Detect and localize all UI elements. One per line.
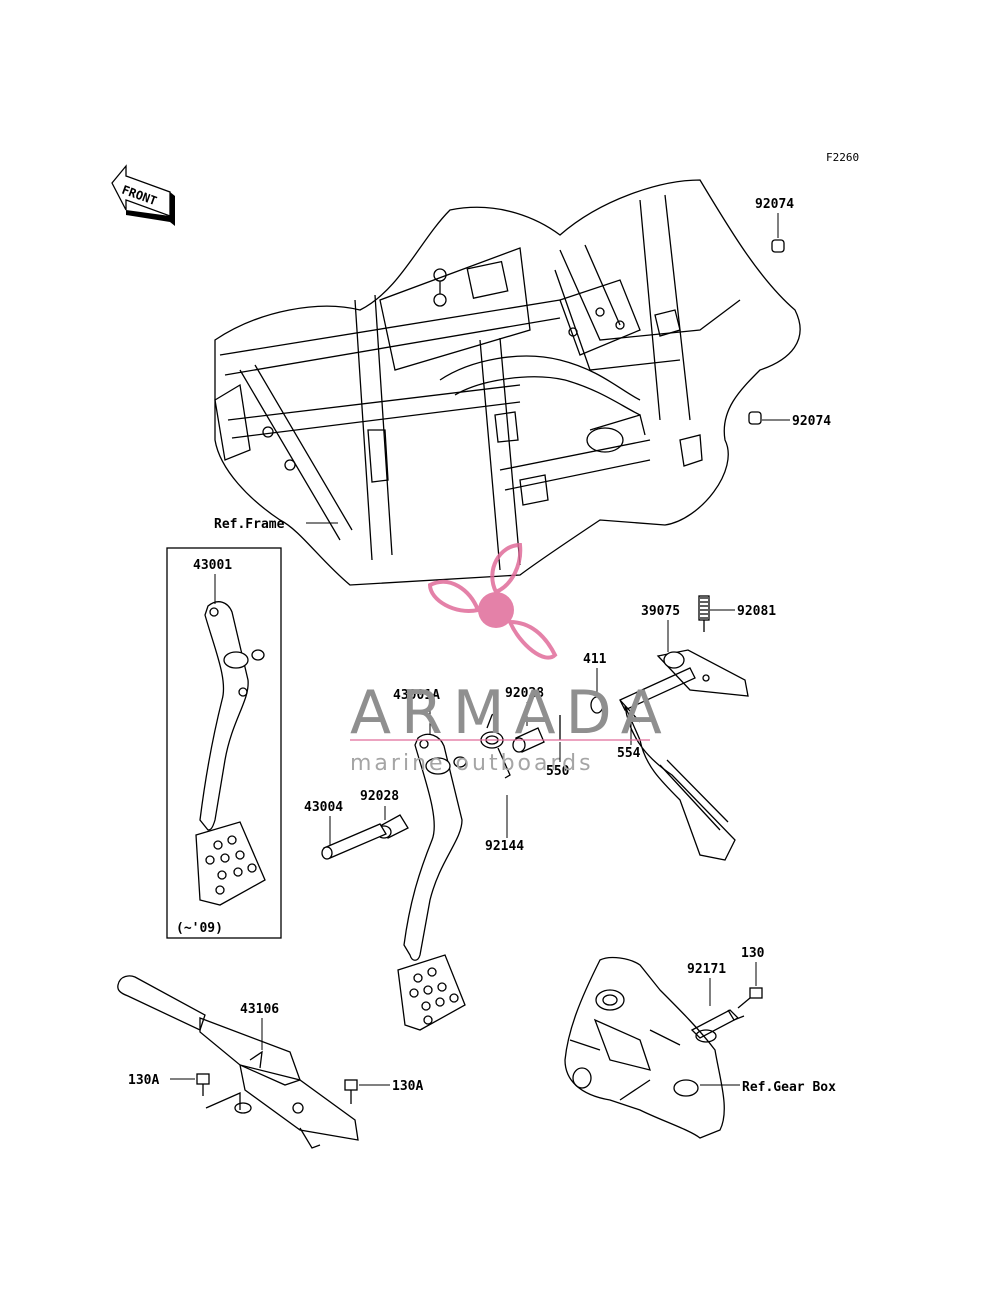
bolt-left-icon <box>196 1073 241 1110</box>
diagram-code: F2260 <box>826 151 859 164</box>
part-hand-brake: 43106 <box>240 1002 279 1017</box>
ref-frame-label: Ref.Frame <box>214 517 285 532</box>
bolt-gearbox-icon <box>737 987 763 1009</box>
part-pin: 43004 <box>304 800 343 815</box>
cap-right-icon <box>748 411 790 425</box>
front-arrow-icon: FRONT <box>111 164 175 226</box>
part-spring-return: 92144 <box>485 839 524 854</box>
part-clip: 550 <box>546 764 570 779</box>
inset-note: (~'09) <box>176 921 223 936</box>
watermark-tagline: marine outboards <box>350 751 594 776</box>
part-bolt-left: 130A <box>128 1073 159 1088</box>
cap-top-icon <box>771 213 785 253</box>
part-pedal-new: 43001A <box>393 688 440 703</box>
watermark-logo-icon <box>427 542 558 660</box>
bolt-right-icon <box>344 1079 358 1104</box>
part-bolt-gearbox: 130 <box>741 946 765 961</box>
pedal-new-drawing <box>397 733 467 1031</box>
inset-frame <box>166 547 282 939</box>
part-bushing-right: 92028 <box>505 686 544 701</box>
part-pin-gearbox: 92171 <box>687 962 726 977</box>
washer-icon <box>590 696 604 714</box>
part-bushing-left: 92028 <box>360 789 399 804</box>
frame-drawing <box>214 179 801 586</box>
pedal-old-drawing <box>195 601 266 906</box>
pin-gearbox-icon <box>690 1009 745 1043</box>
part-bolt-right: 130A <box>392 1079 423 1094</box>
pin-icon <box>321 823 387 860</box>
hand-brake-drawing <box>117 975 359 1149</box>
ref-gearbox-label: Ref.Gear Box <box>742 1080 836 1095</box>
part-cap-right: 92074 <box>792 414 831 429</box>
brake-lever-drawing <box>619 649 749 861</box>
part-cap-top: 92074 <box>755 197 794 212</box>
watermark-brand: ARMADA <box>350 678 672 748</box>
gearbox-drawing <box>564 956 725 1139</box>
cotter-icon <box>619 699 641 723</box>
part-washer: 411 <box>583 652 607 667</box>
part-pedal-old: 43001 <box>193 558 232 573</box>
part-cotter: 554 <box>617 746 641 761</box>
part-lever-brake: 39075 <box>641 604 680 619</box>
lever-spring-icon <box>698 595 710 632</box>
part-spring-lever: 92081 <box>737 604 776 619</box>
